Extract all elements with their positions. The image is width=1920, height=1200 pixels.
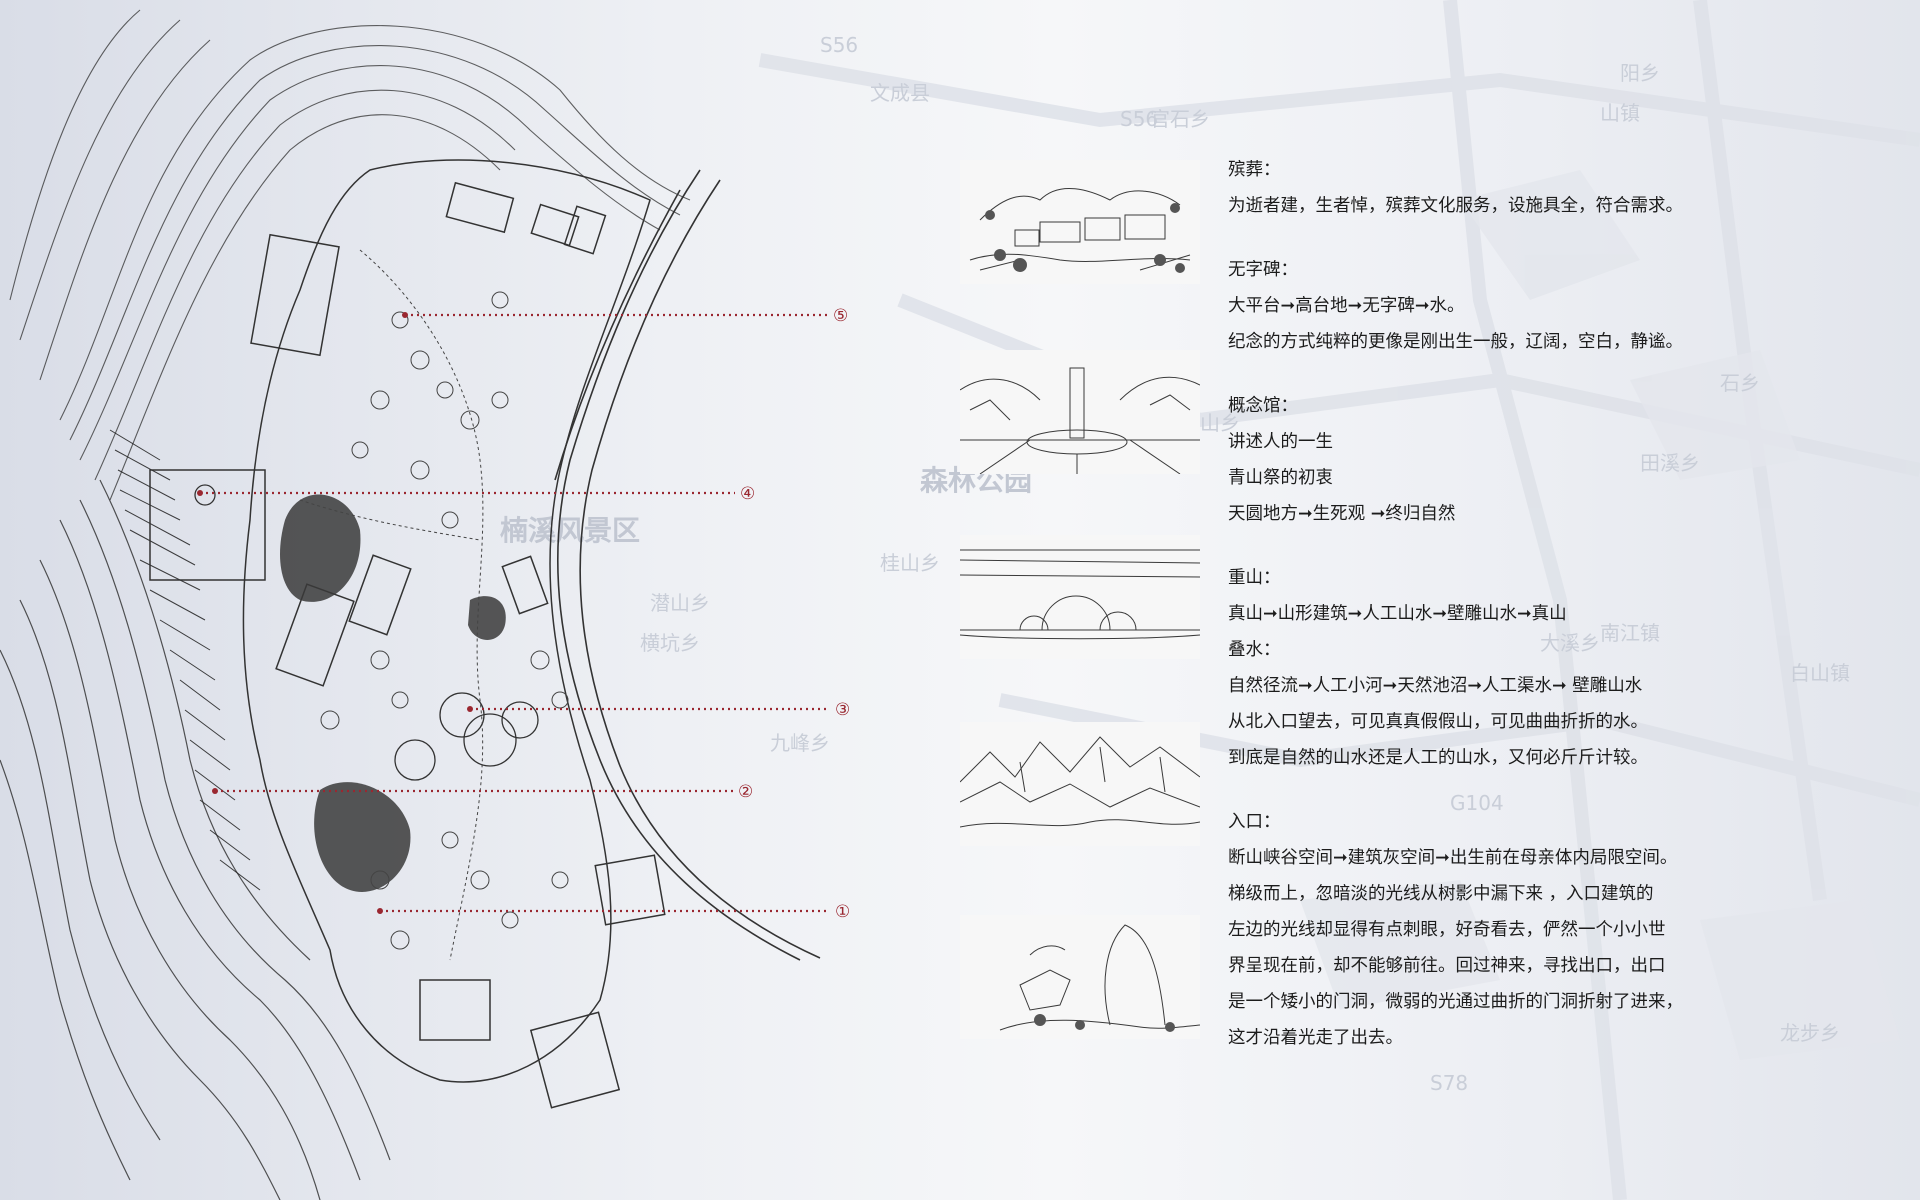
section-gap — [1228, 776, 1788, 804]
callout-layer: ⑤ ④ ③ ② ① — [197, 306, 850, 922]
sketch-concept-pavilion-spheres — [960, 535, 1200, 659]
section-line: 从北入口望去，可见真真假假山，可见曲曲折折的水。 — [1228, 712, 1648, 732]
map-place-label: S56 — [1120, 107, 1158, 131]
map-place-label: 阳乡 — [1620, 61, 1660, 85]
sketch-monument-platform — [960, 350, 1200, 474]
map-place-label: 大溪乡 — [1540, 631, 1600, 655]
section-line: 到底是自然的山水还是人工的山水，又何必斤斤计较。 — [1228, 748, 1648, 768]
map-place-label: S56 — [820, 33, 858, 57]
section-line: 为逝者建，生者悼，殡葬文化服务，设施具全，符合需求。 — [1228, 196, 1683, 216]
map-place-label: 横坑乡 — [640, 631, 700, 655]
section-line: 自然径流➞人工小河➞天然池沼➞人工渠水➞ 壁雕山水 — [1228, 676, 1643, 696]
map-place-label: 南江镇 — [1600, 621, 1660, 645]
callout-marker-1: ① — [835, 902, 850, 922]
map-place-label: 官石乡 — [1150, 107, 1210, 131]
section-line: 界呈现在前，却不能够前往。回过神来，寻找出口，出口 — [1228, 956, 1666, 976]
callout-marker-4: ④ — [740, 484, 755, 504]
map-place-label: 白山镇 — [1790, 661, 1850, 685]
sketch-funeral-buildings — [960, 160, 1200, 284]
callout-marker-3: ③ — [835, 700, 850, 720]
section-line: 天圆地方➞生死观 ➞终归自然 — [1228, 504, 1456, 524]
map-place-label: 山镇 — [1600, 101, 1640, 125]
map-place-label: S78 — [1430, 1071, 1468, 1095]
section-line: 这才沿着光走了出去。 — [1228, 1028, 1403, 1048]
map-place-label: 九峰乡 — [770, 731, 830, 755]
map-place-label: 楠溪风景区 — [500, 514, 640, 547]
section-line: 是一个矮小的门洞，微弱的光通过曲折的门洞折射了进来， — [1228, 992, 1683, 1012]
section-line: 纪念的方式纯粹的更像是刚出生一般，辽阔，空白，静谧。 — [1228, 332, 1683, 352]
section-heading: 概念馆： — [1228, 396, 1298, 416]
section-gap — [1228, 360, 1788, 388]
sketch-mountain-landscape — [960, 722, 1200, 846]
section-line: 大平台➞高台地➞无字碑➞水。 — [1228, 296, 1465, 316]
callout-marker-5: ⑤ — [833, 306, 848, 326]
map-place-label: 文成县 — [870, 81, 930, 105]
section-heading: 入口： — [1228, 812, 1281, 832]
map-place-label: 潜山乡 — [650, 591, 710, 615]
section-heading: 重山： — [1228, 568, 1281, 588]
section-line: 左边的光线却显得有点刺眼，好奇看去，俨然一个小小世 — [1228, 920, 1666, 940]
map-place-label: 龙步乡 — [1780, 1021, 1840, 1045]
section-heading: 殡葬： — [1228, 160, 1281, 180]
section-line: 青山祭的初衷 — [1228, 468, 1333, 488]
description-panel: 殡葬： 为逝者建，生者悼，殡葬文化服务，设施具全，符合需求。无字碑： 大平台➞高台地… — [1228, 152, 1788, 1056]
section-line: 真山➞山形建筑➞人工山水➞壁雕山水➞真山 — [1228, 604, 1567, 624]
callout-marker-2: ② — [738, 782, 753, 802]
sketch-entrance-rock — [960, 915, 1200, 1039]
section-gap — [1228, 224, 1788, 252]
section-gap — [1228, 532, 1788, 560]
section-heading: 无字碑： — [1228, 260, 1298, 280]
map-place-label: 石乡 — [1720, 371, 1760, 395]
site-plan-drawing — [0, 9, 821, 1200]
section-heading: 叠水： — [1228, 640, 1281, 660]
map-place-label: 桂山乡 — [880, 551, 940, 575]
map-place-label: G104 — [1450, 791, 1504, 815]
section-line: 讲述人的一生 — [1228, 432, 1333, 452]
map-place-label: 田溪乡 — [1640, 451, 1700, 475]
section-line: 断山峡谷空间➞建筑灰空间➞出生前在母亲体内局限空间。 — [1228, 848, 1678, 868]
section-line: 梯级而上，忽暗淡的光线从树影中漏下来 ，入口建筑的 — [1228, 884, 1654, 904]
